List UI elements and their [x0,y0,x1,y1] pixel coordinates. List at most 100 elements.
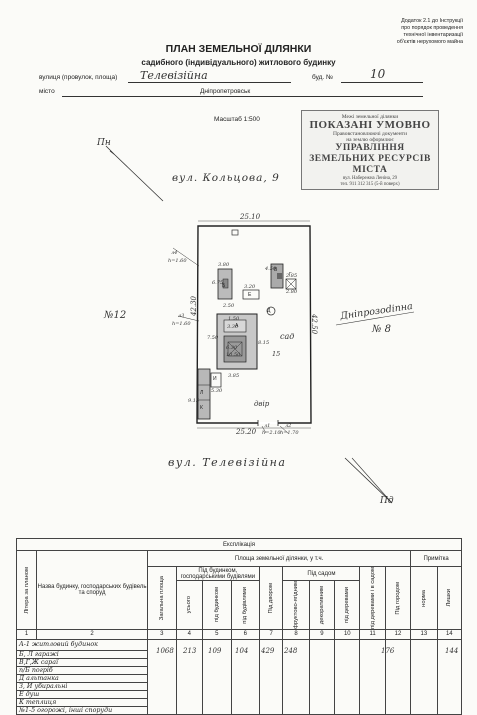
street-top-label: вул. Кольцова, 9 [172,172,280,184]
num-cell: 14 [436,628,463,640]
col-letter-text: Літера за планом [23,566,30,614]
row-letter: Е [19,690,24,698]
point-label: л3 [178,313,185,319]
house-label: буд. № [312,74,333,81]
scale-label: Масштаб 1:500 [214,116,260,123]
row-letter: К [19,698,24,706]
height-right-dim: 42.50 [310,313,319,335]
stamp-text: Межі земельної ділянки [341,114,399,120]
value-built-other: 104 [235,647,249,655]
yard-label: двір [254,400,270,408]
col-note-group: Примітка [410,550,462,567]
num-cell: 3 [147,628,177,640]
col-trees-header: під деревами і в садом [359,566,386,630]
dim-label: 6.75 [212,280,224,286]
value-garden-fruit: 248 [284,647,298,655]
street-label: вулиця (провулок, площа) [39,74,118,81]
num-cell: 12 [384,628,412,640]
num-cell: 2 [36,628,149,640]
num-cell: 6 [230,628,261,640]
building-label: И [213,376,217,382]
dim-label: 2.85 [286,273,298,279]
street-underline [128,72,291,83]
dim-label: 6.30 [226,345,238,351]
dim-label: 5.30 [211,388,223,394]
point-height: h=1.60 [168,258,187,264]
value-built-house: 109 [208,647,222,655]
authority-stamp: Межі земельної ділянки ПОКАЗАНІ УМОВНО П… [301,110,439,190]
col-garden-decor-text: декоративним [318,585,325,625]
point-height: h=1.70 [280,430,299,436]
dim-label: 9.15 [188,398,200,404]
explication-header: Експлікація [16,538,462,551]
table-row: п/Б погріб [15,665,149,675]
building-label: Е [248,292,252,298]
table-row: Д альтанка [15,673,149,683]
row-name: гаражі [34,650,59,658]
building-label: Б [222,283,226,289]
col-built-all: усього [175,580,204,630]
addendum-note: Додаток 2.1 до Інструкції про порядок пр… [335,18,463,46]
street-value: Телевізійна [140,69,208,82]
stamp-text: ЗЕМЕЛЬНИХ РЕСУРСІВ [309,154,431,164]
value-total-area: 1068 [156,647,174,655]
row-letter: Б, Л [19,650,33,658]
table-row: З, И убиральні [15,681,149,691]
num-cell: 9 [308,628,336,640]
col-built-other-text: під будівлями [242,586,249,624]
building-label: Л [200,390,204,396]
city-label: місто [39,88,55,95]
building-label: К [200,405,203,411]
table-row: №1-5 огорожі, інші споруди [15,705,149,715]
num-cell: 11 [359,628,386,640]
num-cell: 4 [175,628,204,640]
col-surplus-text: Лишки [446,589,453,607]
row-letter: №1-5 [19,706,36,714]
col-yard-text: Під двором [268,582,275,614]
table-row: Е душ [15,689,149,699]
site-plan-drawing [105,145,415,504]
city-value: Дніпропетровськ [200,88,251,95]
addendum-line: технічної інвентаризації [403,32,463,38]
num-cell: 8 [282,628,310,640]
col-garden-group: Під садом [282,565,361,582]
height-left-dim: 42.30 [190,295,199,317]
document-title: ПЛАН ЗЕМЕЛЬНОЇ ДІЛЯНКИ [165,43,312,55]
col-garden-plot-text: Під городом [395,581,401,615]
street-bottom-label: вул. Телевізійна [168,456,287,469]
building-label: Г [289,272,292,278]
row-letter: З, И [19,682,33,690]
point-height: h=2.10 [262,430,281,436]
row-letter: Д [19,674,25,682]
point-label: л4 [171,250,178,256]
value-surplus: 144 [445,647,459,655]
north-label: Пн [97,138,111,148]
value-garden-plot: 176 [381,647,395,655]
col-garden-decor: декоративним [308,580,336,630]
stamp-text: тел. 911 312 315 (5-й поверх) [340,182,400,187]
col-built-other: під будівлями [230,580,261,630]
col-garden-trees: під деревами [334,580,361,630]
col-total-header: Загальна площа [147,566,177,630]
num-cell: 13 [410,628,438,640]
stamp-text: Правовстановлюючі документи [332,131,408,137]
dim-label: 2.80 [286,289,298,295]
dim-label: 2.50 [223,303,235,309]
col-built-house-text: під будинком [213,587,220,623]
col-name-header: Назва будинку, господарських будівель та… [36,550,149,630]
row-letter: п/Б [19,666,30,674]
stamp-text: УПРАВЛІННЯ [335,143,405,153]
col-yard-header: Під двором [259,566,284,630]
col-garden-trees-text: під деревами [344,586,351,623]
row-name: погріб [31,666,53,674]
addendum-line: про порядок проведення [401,25,463,31]
building-label: В [274,267,278,273]
row-name: теплиця [25,698,57,706]
row-letter: А-1 [19,641,30,649]
row-name: огорожі, інші споруди [37,706,113,714]
stamp-text: на землю оформлює [346,137,394,143]
dim-label: 3.85 [228,373,240,379]
document-subtitle: садибного (індивідуального) житлового бу… [141,58,336,67]
row-name: душ [25,690,40,698]
width-bottom-dim: 25.20 [236,428,257,436]
